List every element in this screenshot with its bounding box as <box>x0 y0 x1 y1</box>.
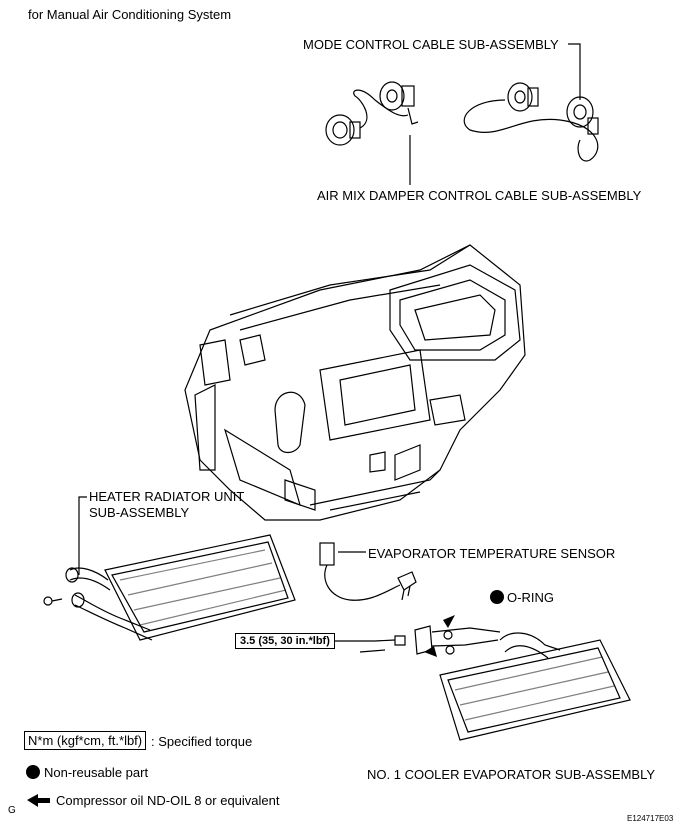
air-conditioning-unit-case <box>184 244 526 521</box>
torque-spec-box: 3.5 (35, 30 in.*lbf) <box>235 633 335 649</box>
mode-control-cable <box>463 82 599 162</box>
cooler-evaporator-core <box>359 625 631 741</box>
air-mix-damper-cable-label: AIR MIX DAMPER CONTROL CABLE SUB-ASSEMBL… <box>317 188 642 203</box>
heater-radiator-leader <box>78 496 87 575</box>
heater-radiator-label-line1: HEATER RADIATOR UNIT <box>89 489 245 504</box>
evap-sensor-label: EVAPORATOR TEMPERATURE SENSOR <box>368 546 616 561</box>
o-ring-label: O-RING <box>507 590 554 605</box>
legend-nonreusable-text: Non-reusable part <box>44 765 149 780</box>
evaporator-temperature-sensor <box>319 542 417 601</box>
filled-circle-icon <box>26 765 40 779</box>
left-arrow-icon <box>27 794 50 807</box>
mode-cable-leader <box>568 43 581 100</box>
heater-radiator-core <box>43 534 296 641</box>
figure-id: E124717E03 <box>627 814 674 823</box>
heater-radiator-label-line2: SUB-ASSEMBLY <box>89 505 190 520</box>
legend-torque-text: : Specified torque <box>151 734 253 749</box>
mode-control-cable-label: MODE CONTROL CABLE SUB-ASSEMBLY <box>303 37 559 52</box>
legend-oil-text: Compressor oil ND-OIL 8 or equivalent <box>56 793 280 808</box>
system-caption: for Manual Air Conditioning System <box>28 7 232 22</box>
cooler-evaporator-label: NO. 1 COOLER EVAPORATOR SUB-ASSEMBLY <box>367 767 655 782</box>
oil-arrow-markers <box>424 590 504 657</box>
page-mark: G <box>8 805 16 816</box>
legend-torque-box: N*m (kgf*cm, ft.*lbf) <box>24 731 147 750</box>
air-mix-damper-cable <box>325 81 419 146</box>
